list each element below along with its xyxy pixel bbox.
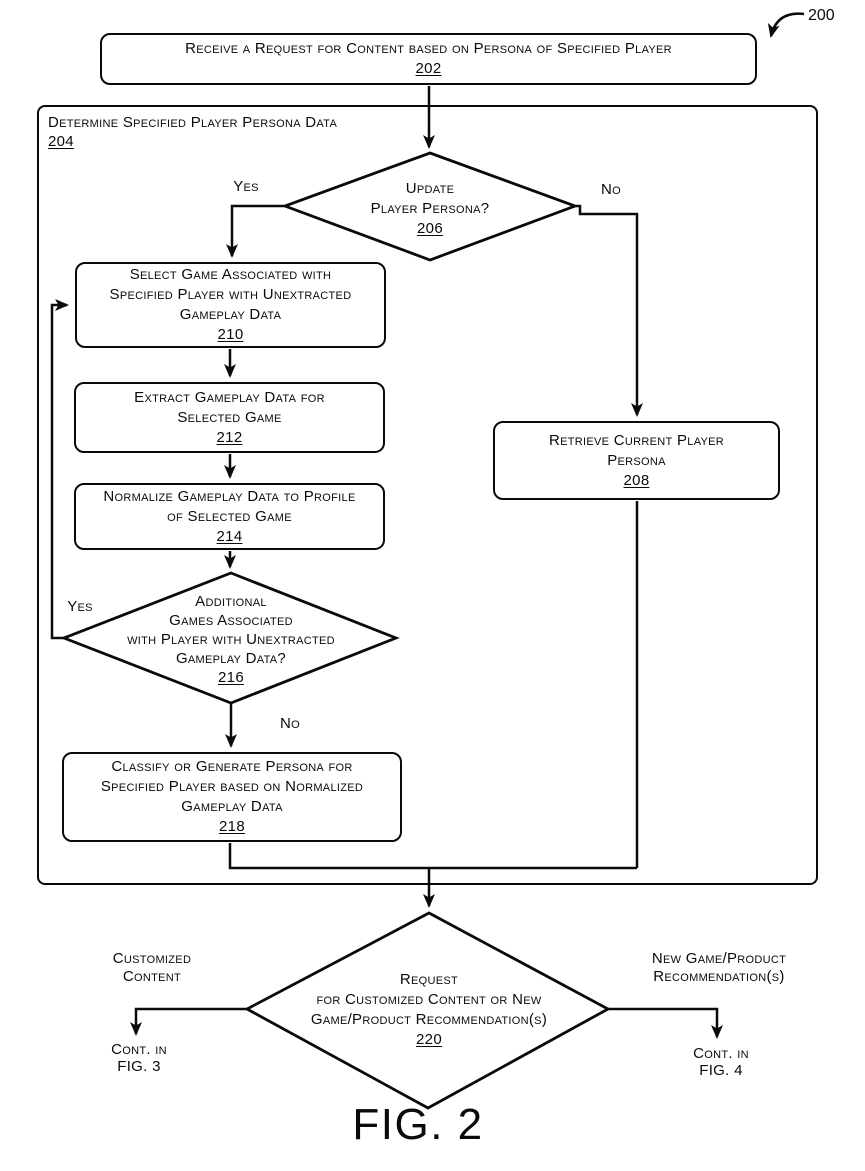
node-202-number: 202 <box>415 60 442 77</box>
label-new-game-product: New Game/Product Recommendation(s) <box>638 950 800 986</box>
node-210: Select Game Associated with Specified Pl… <box>75 262 386 348</box>
decision-216-label: Additional Games Associated with Player … <box>81 592 381 687</box>
label-no-216: No <box>280 715 300 732</box>
arrow-220-left-exit <box>130 1007 247 1036</box>
node-212-number: 212 <box>216 428 243 446</box>
label-customized-line1: Customized <box>112 950 192 967</box>
decision-206-line2: Player Persona? <box>370 200 490 217</box>
decision-206-line1: Update <box>405 180 455 197</box>
node-218-line1: Classify or Generate Persona for <box>111 758 353 775</box>
decision-220-number: 220 <box>416 1031 442 1048</box>
label-cont-fig4: Cont. in FIG. 4 <box>671 1045 771 1079</box>
label-newgame-line1: New Game/Product <box>651 950 787 967</box>
node-210-number: 210 <box>217 326 244 343</box>
label-customized-content: Customized Content <box>92 950 212 986</box>
decision-206-label: Update Player Persona? 206 <box>330 179 530 239</box>
figure-title: FIG. 2 <box>352 1100 484 1149</box>
node-204-number: 204 <box>48 133 74 150</box>
node-204-text: Determine Specified Player Persona Data <box>48 114 338 131</box>
node-208-line2: Persona <box>607 451 666 469</box>
node-208: Retrieve Current Player Persona 208 <box>493 421 780 500</box>
node-212: Extract Gameplay Data for Selected Game … <box>74 382 385 453</box>
node-218: Classify or Generate Persona for Specifi… <box>62 752 402 842</box>
label-fig3-line1: Cont. in <box>111 1041 167 1058</box>
node-210-line1: Select Game Associated with <box>129 266 332 283</box>
node-210-line2: Specified Player with Unextracted <box>109 286 352 303</box>
node-210-line3: Gameplay Data <box>179 306 282 323</box>
decision-216-number: 216 <box>218 669 244 686</box>
label-yes-206: Yes <box>233 178 259 195</box>
decision-220-label: Request for Customized Content or New Ga… <box>269 970 589 1050</box>
node-204-label: Determine Specified Player Persona Data … <box>48 113 388 151</box>
node-212-line1: Extract Gameplay Data for <box>134 388 325 406</box>
label-cont-fig3: Cont. in FIG. 3 <box>89 1041 189 1075</box>
decision-220-line1: Request <box>399 971 459 988</box>
decision-216-line1: Additional <box>195 593 267 610</box>
reference-hook-arrow <box>767 12 805 38</box>
node-202: Receive a Request for Content based on P… <box>100 33 757 85</box>
node-218-line3: Gameplay Data <box>181 798 283 815</box>
label-fig4-line1: Cont. in <box>693 1045 749 1062</box>
label-newgame-line2: Recommendation(s) <box>653 968 785 985</box>
node-212-line2: Selected Game <box>177 408 282 426</box>
node-208-line1: Retrieve Current Player <box>548 431 725 449</box>
node-214-number: 214 <box>216 527 243 545</box>
node-214: Normalize Gameplay Data to Profile of Se… <box>74 483 385 550</box>
arrow-220-right-exit <box>608 1007 723 1039</box>
label-fig3-line2: FIG. 3 <box>117 1058 161 1075</box>
label-no-206: No <box>601 181 621 198</box>
decision-220-line3: Game/Product Recommendation(s) <box>310 1011 548 1028</box>
label-fig4-line2: FIG. 4 <box>699 1062 743 1079</box>
figure-reference: 200 <box>808 7 835 24</box>
decision-206-number: 206 <box>417 220 443 237</box>
label-yes-216: Yes <box>67 598 93 615</box>
node-218-line2: Specified Player based on Normalized <box>100 778 364 795</box>
decision-216-line3: with Player with Unextracted <box>127 631 335 648</box>
decision-216-line4: Gameplay Data? <box>175 650 287 667</box>
decision-216-line2: Games Associated <box>169 612 293 629</box>
node-214-line1: Normalize Gameplay Data to Profile <box>103 487 356 505</box>
node-204-container <box>37 105 818 885</box>
decision-220-line2: for Customized Content or New <box>316 991 542 1008</box>
label-customized-line2: Content <box>122 968 182 985</box>
node-218-number: 218 <box>219 818 245 835</box>
node-214-line2: of Selected Game <box>167 507 292 525</box>
node-208-number: 208 <box>623 471 650 489</box>
node-202-text: Receive a Request for Content based on P… <box>185 40 672 57</box>
